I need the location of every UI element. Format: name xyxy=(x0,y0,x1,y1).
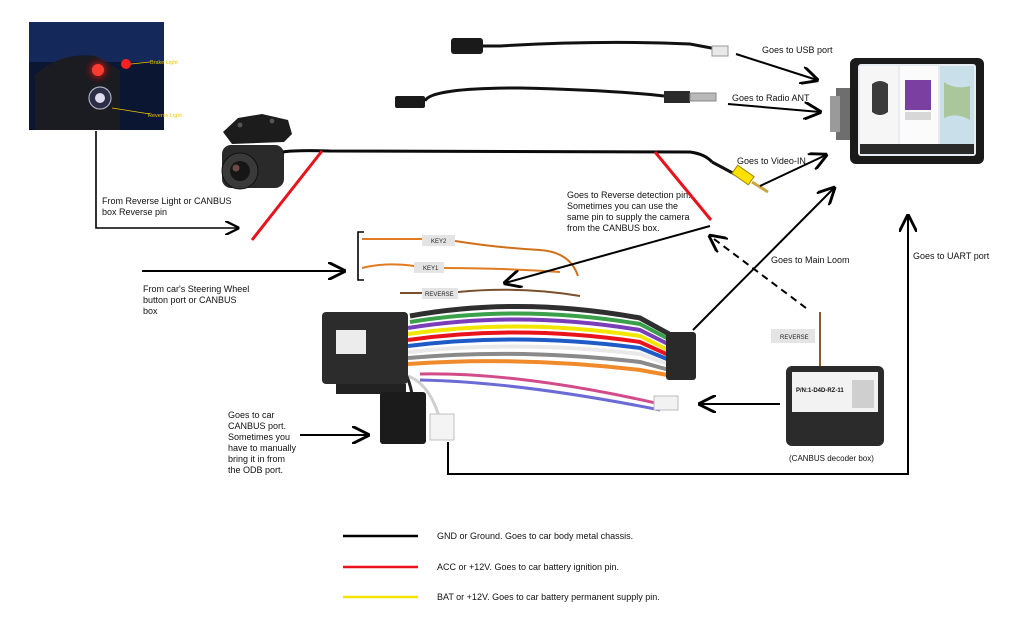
key2-tag: KEY2 xyxy=(422,235,455,246)
usb-arrow xyxy=(735,53,817,80)
brake-light-label: Brake Light xyxy=(150,60,178,66)
red-wire-right xyxy=(653,151,713,221)
legend xyxy=(343,534,418,599)
reverse-light-arrow xyxy=(95,131,238,228)
canbus-box-caption: (CANBUS decoder box) xyxy=(789,454,874,463)
reverse-light-label: Reverse Light xyxy=(148,113,182,119)
main-loom-arrow xyxy=(692,188,834,331)
video-arrow xyxy=(759,155,826,187)
uart-label: Goes to UART port xyxy=(913,251,990,261)
usb-label: Goes to USB port xyxy=(762,45,833,55)
camera-cable xyxy=(282,149,714,164)
uart-arrow xyxy=(447,216,908,475)
main-loom-label: Goes to Main Loom xyxy=(771,255,850,265)
rca-video-connector xyxy=(711,160,769,194)
legend-acc-text: ACC or +12V. Goes to car battery ignitio… xyxy=(437,562,620,572)
legend-gnd-text: GND or Ground. Goes to car body metal ch… xyxy=(437,531,634,541)
radio-arrow xyxy=(727,104,820,112)
key1-tag: KEY1 xyxy=(414,262,444,273)
canbus-decoder-box: REVERSE P/N:1-D4D-RZ-11 (CANBUS decoder … xyxy=(771,312,884,463)
backup-camera xyxy=(221,114,292,190)
canbus-part-number: P/N:1-D4D-RZ-11 xyxy=(796,388,844,394)
reverse-light-source-label: From Reverse Light or CANBUS box Reverse… xyxy=(102,196,232,217)
canbus-port-label: Goes to car CANBUS port. Sometimes you h… xyxy=(228,410,297,475)
wiring-harness xyxy=(322,304,696,444)
canbus-reverse-dashed-arrow xyxy=(710,236,807,309)
head-unit xyxy=(830,58,984,164)
reverse-detection-label: Goes to Reverse detection pin. Sometimes… xyxy=(567,190,691,233)
svg-text:KEY2: KEY2 xyxy=(431,239,447,245)
usb-cable xyxy=(451,38,729,57)
steering-wire-bracket xyxy=(357,231,364,281)
legend-bat-text: BAT or +12V. Goes to car battery permane… xyxy=(437,592,660,602)
radio-ant-label: Goes to Radio ANT xyxy=(732,93,810,103)
svg-text:KEY1: KEY1 xyxy=(423,266,439,272)
video-in-label: Goes to Video-IN xyxy=(737,156,806,166)
steering-wheel-label: From car's Steering Wheel button port or… xyxy=(143,284,250,316)
canbus-reverse-tag: REVERSE xyxy=(771,329,815,343)
svg-text:REVERSE: REVERSE xyxy=(780,335,809,341)
svg-text:REVERSE: REVERSE xyxy=(425,292,454,298)
reverse-tag: REVERSE xyxy=(422,288,458,299)
tail-light-photo: Brake Light Reverse Light xyxy=(29,22,182,130)
red-wire-left xyxy=(250,150,324,241)
radio-antenna-cable xyxy=(395,86,717,108)
reverse-detection-arrow xyxy=(505,225,711,283)
